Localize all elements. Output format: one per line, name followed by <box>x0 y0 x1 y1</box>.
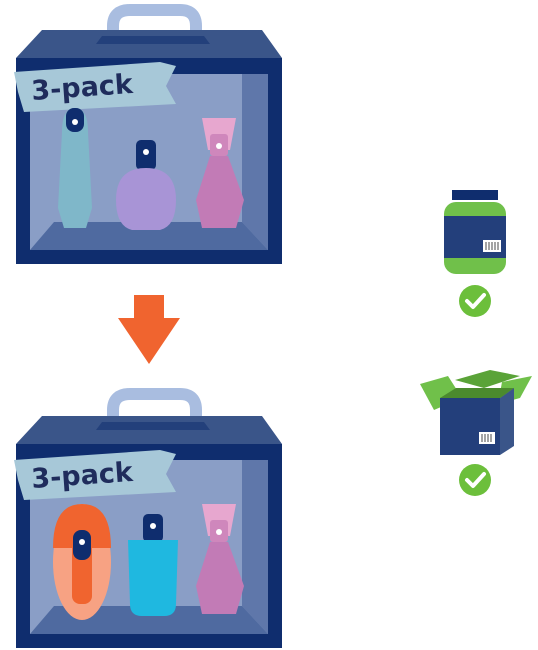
bottom-kit: 3-pack <box>14 394 282 648</box>
teal-bottle <box>58 108 92 228</box>
top-kit: 3-pack <box>14 10 282 264</box>
check-icon <box>459 464 491 496</box>
orange-bottle <box>53 504 111 620</box>
check-icon <box>459 285 491 317</box>
open-box-icon <box>420 370 532 455</box>
down-arrow-icon <box>118 295 180 364</box>
jar-icon <box>444 190 506 274</box>
